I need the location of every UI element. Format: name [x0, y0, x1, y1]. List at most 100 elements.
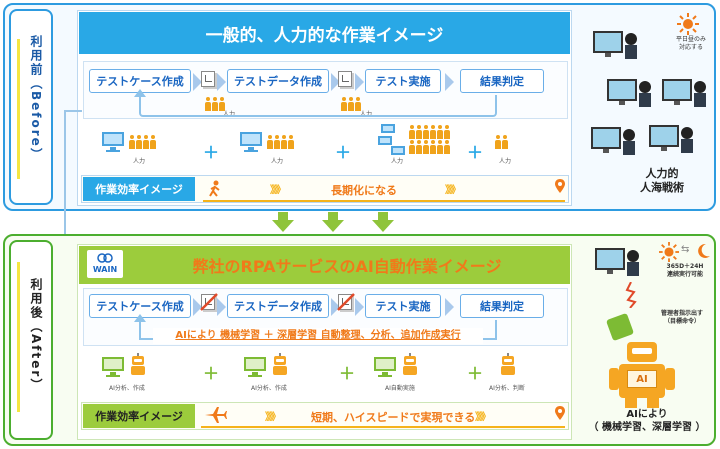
- arrow-right-icon: [217, 73, 226, 91]
- arrow-up-icon: [134, 314, 146, 322]
- wain-logo-mark-icon: [97, 253, 113, 263]
- location-pin-icon: [555, 406, 565, 420]
- robot-icon: [129, 353, 147, 376]
- computer-icon: [374, 357, 396, 377]
- computer-icon: [102, 132, 124, 152]
- robot-screen: AI: [627, 370, 657, 388]
- people-icon: [205, 97, 225, 111]
- computer-icon: [240, 132, 262, 152]
- before-side-label: 利用前（Before）: [29, 35, 43, 162]
- human-label: 人力: [499, 158, 512, 165]
- cross-out-icon: [200, 293, 218, 311]
- location-pin-icon: [555, 179, 565, 193]
- worker-at-computer-icon: [593, 31, 637, 59]
- worker-at-computer-icon: [649, 125, 693, 153]
- after-right-caption: AIにより （ 機械学習、深層学習 ）: [588, 409, 706, 433]
- arrow-right-icon: [331, 298, 340, 316]
- cross-out-icon: [337, 293, 355, 311]
- moon-icon: [698, 243, 710, 258]
- arrow-down-icon: [272, 212, 294, 232]
- computer-icon: [244, 357, 266, 377]
- cycle-arrows-icon: ⇆: [681, 244, 690, 255]
- robot-label: AI: [636, 373, 648, 385]
- after-right-note: 365D＋24H 連続実行可能: [666, 263, 704, 278]
- walking-person-icon: [209, 180, 220, 197]
- document-check-icon: [338, 71, 352, 87]
- after-panel: 利用後（After） WAIN 弊社のRPAサービスのAI自動作業イメージ テス…: [3, 234, 716, 446]
- progress-chevrons: 》》》: [270, 185, 286, 196]
- after-step-3: テスト実施: [365, 294, 441, 318]
- human-label: 人力: [223, 111, 236, 118]
- ai-robot-icon: AI: [605, 312, 675, 408]
- arrow-down-icon: [372, 212, 394, 232]
- plus-icon: ＋: [203, 364, 220, 383]
- human-label: 人力: [133, 158, 146, 165]
- arrow-right-icon: [331, 73, 340, 91]
- people-icon: [267, 135, 294, 149]
- pc-label-4: AI分析、判断: [489, 385, 525, 392]
- worker-at-computer-icon: [607, 79, 651, 107]
- human-label: 人力: [271, 158, 284, 165]
- arrow-right-icon: [193, 73, 202, 91]
- before-right-caption: 人力的 人海戦術: [640, 167, 684, 195]
- plus-icon: ＋: [203, 143, 220, 162]
- pc-label-2: AI分析、作成: [251, 385, 287, 392]
- pc-label-1: AI分析、作成: [109, 385, 145, 392]
- connector-line: [64, 110, 66, 338]
- after-side-label: 利用後（After）: [29, 278, 43, 393]
- progress-chevrons: 》》》: [265, 412, 281, 423]
- plus-icon: ＋: [467, 143, 484, 162]
- worker-at-computer-icon: [595, 248, 639, 276]
- before-efficiency-label: 作業効率イメージ: [83, 177, 195, 201]
- human-label: 人力: [391, 158, 404, 165]
- computer-icon: [102, 357, 124, 377]
- after-efficiency-label: 作業効率イメージ: [83, 404, 195, 428]
- people-icon: [495, 135, 508, 149]
- ai-banner: AIにより 機械学習 ＋ 深層学習 自動整理、分析、追加作成実行: [153, 328, 483, 344]
- arrow-right-icon: [445, 298, 454, 316]
- people-icon: [341, 97, 361, 111]
- robot-icon: [271, 353, 289, 376]
- sun-icon: [659, 242, 679, 262]
- after-title: 弊社のRPAサービスのAI自動作業イメージ: [192, 257, 502, 276]
- after-step-2: テストデータ作成: [227, 294, 329, 318]
- timeline-line: [203, 200, 565, 202]
- pc-label-3: AI自動実施: [385, 385, 415, 392]
- arrow-right-icon: [355, 298, 364, 316]
- after-efficiency-text: 短期、ハイスピードで実現できる: [311, 411, 476, 424]
- connector-line: [64, 110, 82, 112]
- before-step-2: テストデータ作成: [227, 69, 329, 93]
- before-efficiency-text: 長期化になる: [331, 184, 397, 197]
- feedback-loop: [139, 95, 497, 117]
- after-title-bar: [79, 246, 570, 284]
- people-icon: [129, 135, 156, 149]
- timeline-line: [201, 426, 565, 428]
- worker-at-computer-icon: [591, 127, 635, 155]
- progress-chevrons: 》》》: [445, 185, 461, 196]
- progress-chevrons: 》》》: [475, 412, 491, 423]
- arrow-right-icon: [445, 73, 454, 91]
- robot-icon: [499, 353, 517, 376]
- wain-logo: WAIN: [87, 250, 123, 278]
- plus-icon: ＋: [339, 364, 356, 383]
- arrow-down-icon: [322, 212, 344, 232]
- manager-note: 管理者指示出す （目標命令）: [660, 310, 703, 325]
- arrow-right-icon: [217, 298, 226, 316]
- plus-icon: ＋: [467, 364, 484, 383]
- before-side-bar: 利用前（Before）: [9, 9, 53, 205]
- worker-at-computer-icon: [662, 79, 706, 107]
- after-step-4: 結果判定: [460, 294, 544, 318]
- arrow-right-icon: [193, 298, 202, 316]
- signal-icon: [625, 282, 637, 308]
- before-step-3: テスト実施: [365, 69, 441, 93]
- arrow-right-icon: [355, 73, 364, 91]
- arrow-up-icon: [134, 89, 146, 97]
- wain-logo-text: WAIN: [92, 265, 118, 274]
- plus-icon: ＋: [335, 143, 352, 162]
- robot-icon: [401, 353, 419, 376]
- sun-icon: [677, 13, 699, 35]
- before-title: 一般的、人力的な作業イメージ: [79, 12, 570, 54]
- before-panel: 利用前（Before） 一般的、人力的な作業イメージ テストケース作成 テストデ…: [3, 3, 716, 211]
- computer-icon: [378, 124, 405, 155]
- before-step-4: 結果判定: [460, 69, 544, 93]
